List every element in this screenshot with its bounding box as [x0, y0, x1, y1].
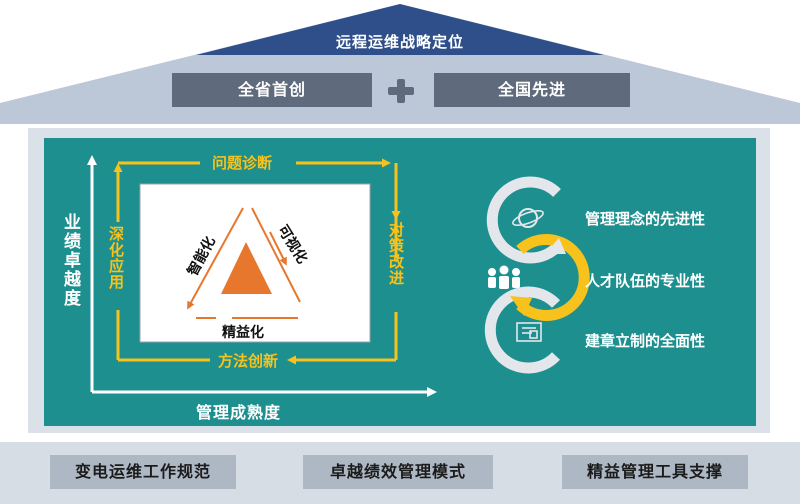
- planet-icon: [512, 208, 544, 228]
- cycle-arrows: [113, 158, 401, 365]
- blueprint-icon: [516, 322, 542, 342]
- cycle-bottom-label: 方法创新: [218, 352, 279, 370]
- orange-triangle: [221, 242, 272, 294]
- foundation-item-lean-tools: 精益管理工具支撑: [562, 455, 748, 489]
- feature-rings: [484, 176, 590, 374]
- axes: [87, 155, 437, 397]
- triangle-cycle: [187, 207, 301, 319]
- national-leading-box: 全国先进: [434, 73, 630, 107]
- triangle-bottom-label: 精益化: [222, 325, 264, 341]
- feature-label-system: 建章立制的全面性: [585, 332, 706, 350]
- plus-icon: [388, 79, 414, 103]
- strategy-title: 远程运维战略定位: [335, 33, 464, 51]
- cycle-top-label: 问题诊断: [212, 154, 273, 172]
- team-icon: [488, 265, 520, 289]
- y-axis-label: 业绩卓越度: [60, 213, 80, 308]
- cycle-left-label: 深化应用: [107, 226, 125, 290]
- foundation-item-standard: 变电运维工作规范: [50, 455, 236, 489]
- feature-label-concept: 管理理念的先进性: [585, 210, 706, 228]
- cycle-right-label: 对策改进: [387, 222, 405, 286]
- first-in-province-box: 全省首创: [172, 73, 372, 107]
- feature-label-talent: 人才队伍的专业性: [585, 272, 706, 290]
- foundation-item-excellence: 卓越绩效管理模式: [303, 455, 493, 489]
- x-axis-label: 管理成熟度: [196, 403, 282, 422]
